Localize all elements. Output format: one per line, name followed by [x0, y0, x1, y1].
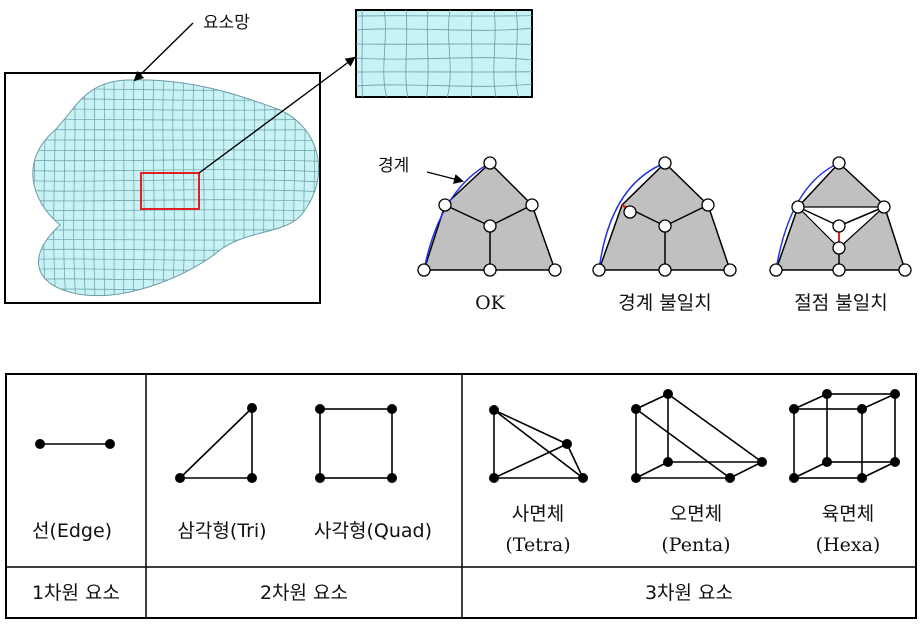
category-2d-label: 2차원 요소: [260, 582, 348, 604]
hexa-label-en: (Hexa): [816, 534, 881, 556]
mesh-line: [383, 10, 388, 97]
triangle-node-mismatch-caption: 절점 불일치: [794, 292, 887, 314]
mesh-line: [32, 189, 319, 193]
triangle-boundary-mismatch: 경계 불일치: [592, 156, 737, 314]
mesh-line: [32, 149, 319, 152]
mesh-line: [324, 75, 325, 300]
quad-element-icon: [315, 404, 397, 483]
mesh-line: [32, 179, 319, 183]
penta-label: 오면체: [670, 503, 722, 525]
triangle-ok-caption: OK: [475, 292, 506, 314]
hexa-element-icon: [789, 389, 900, 483]
mesh-callout-label: 요소망: [203, 13, 250, 33]
mesh-line: [83, 79, 86, 296]
zoom-arrow: [198, 56, 356, 174]
mesh-line: [426, 10, 429, 97]
mesh-line: [470, 10, 473, 97]
boundary-label: 경계: [378, 156, 409, 176]
quad-label: 사각형(Quad): [314, 520, 432, 542]
mesh-figure: 요소망: [4, 9, 533, 304]
mesh-line: [103, 79, 105, 296]
element-type-table: 선(Edge) 삼각형(Tri) 사각형(Quad) 사면체 (Tetra): [5, 373, 917, 619]
category-3d-label: 3차원 요소: [645, 582, 733, 604]
boundary-callout-arrow: [426, 171, 464, 184]
tri-label: 삼각형(Tri): [177, 520, 266, 542]
mesh-line: [356, 57, 532, 61]
mesh-line: [93, 79, 96, 296]
hexa-label: 육면체: [822, 503, 874, 525]
line-element-icon: [35, 439, 115, 449]
mesh-line: [405, 10, 409, 97]
category-1d-label: 1차원 요소: [32, 582, 120, 604]
triangle-element-icon: [175, 403, 257, 483]
mesh-line: [493, 10, 497, 97]
mesh-line: [142, 79, 145, 296]
tetra-label-en: (Tetra): [505, 534, 570, 556]
triangle-ok: OK: [417, 156, 562, 314]
mesh-line: [356, 27, 532, 31]
mesh-line: [132, 79, 135, 296]
tetra-element-icon: [489, 405, 588, 483]
mesh-line: [446, 10, 451, 97]
triangle-node-mismatch: 절점 불일치: [769, 156, 912, 314]
zoom-inset: [355, 9, 533, 98]
penta-element-icon: [631, 389, 767, 483]
triangle-boundary-mismatch-caption: 경계 불일치: [618, 292, 711, 314]
mesh-line: [32, 169, 319, 173]
tetra-label: 사면체: [512, 503, 564, 525]
mesh-line: [356, 83, 532, 87]
penta-label-en: (Penta): [661, 534, 730, 556]
boundary-curve: [598, 162, 666, 271]
mesh-line: [361, 10, 363, 97]
mesh-line: [515, 10, 519, 97]
zoom-region-box: [140, 172, 200, 210]
edge-label: 선(Edge): [32, 520, 112, 542]
mesh-line: [32, 199, 319, 202]
callout-arrow: [133, 22, 194, 82]
mesh-line: [32, 159, 319, 162]
